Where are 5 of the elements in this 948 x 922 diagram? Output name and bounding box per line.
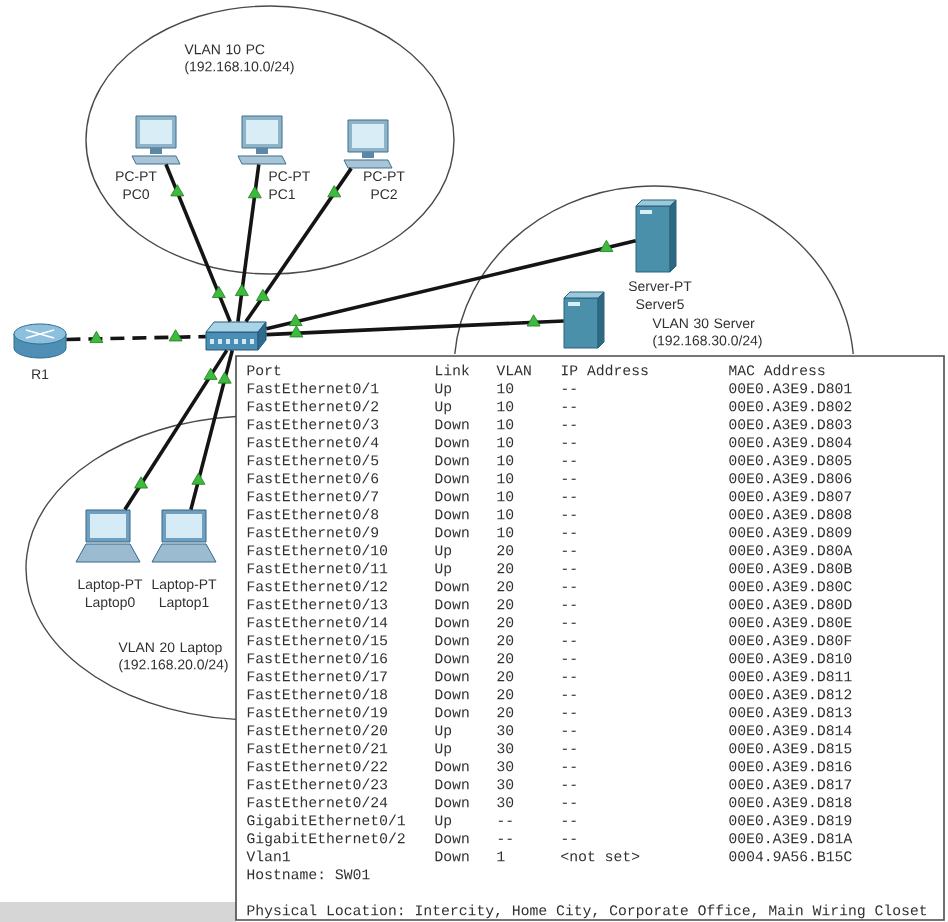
cable-line: [66, 334, 206, 342]
switch-icon: [205, 321, 267, 351]
cable-line: [189, 349, 234, 511]
cable-line: [123, 349, 229, 511]
server-icon: [563, 291, 605, 349]
